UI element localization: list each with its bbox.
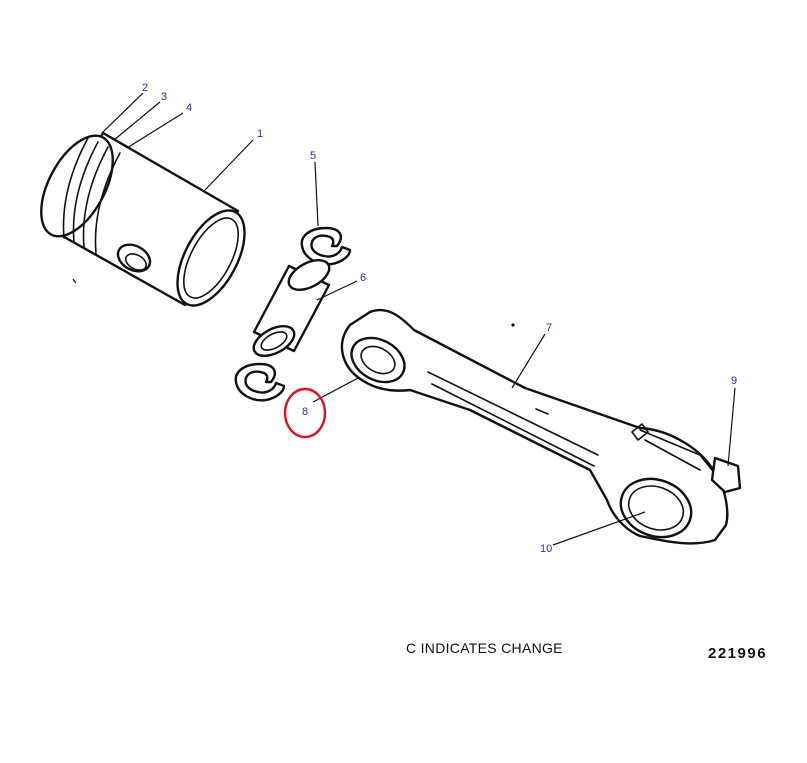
callout-3: 3 [161, 91, 167, 103]
callout-9: 9 [731, 375, 737, 387]
callout-labels: 1 2 3 4 5 6 7 8 9 10 [142, 82, 737, 555]
callout-4: 4 [186, 102, 192, 114]
callout-8: 8 [302, 406, 308, 418]
connecting-rod [340, 308, 742, 545]
callout-10: 10 [540, 543, 552, 555]
piston [40, 131, 246, 307]
figure-number: 221996 [708, 645, 767, 662]
change-note: C INDICATES CHANGE [406, 640, 563, 656]
callout-6: 6 [360, 272, 366, 284]
callout-5: 5 [310, 150, 316, 162]
callout-1: 1 [257, 128, 263, 140]
piston-pin [252, 259, 331, 357]
circlip-lower [234, 362, 286, 402]
callout-2: 2 [142, 82, 148, 94]
change-highlight-circle [283, 387, 327, 439]
callout-7: 7 [546, 322, 552, 334]
circlip-upper [300, 226, 352, 266]
